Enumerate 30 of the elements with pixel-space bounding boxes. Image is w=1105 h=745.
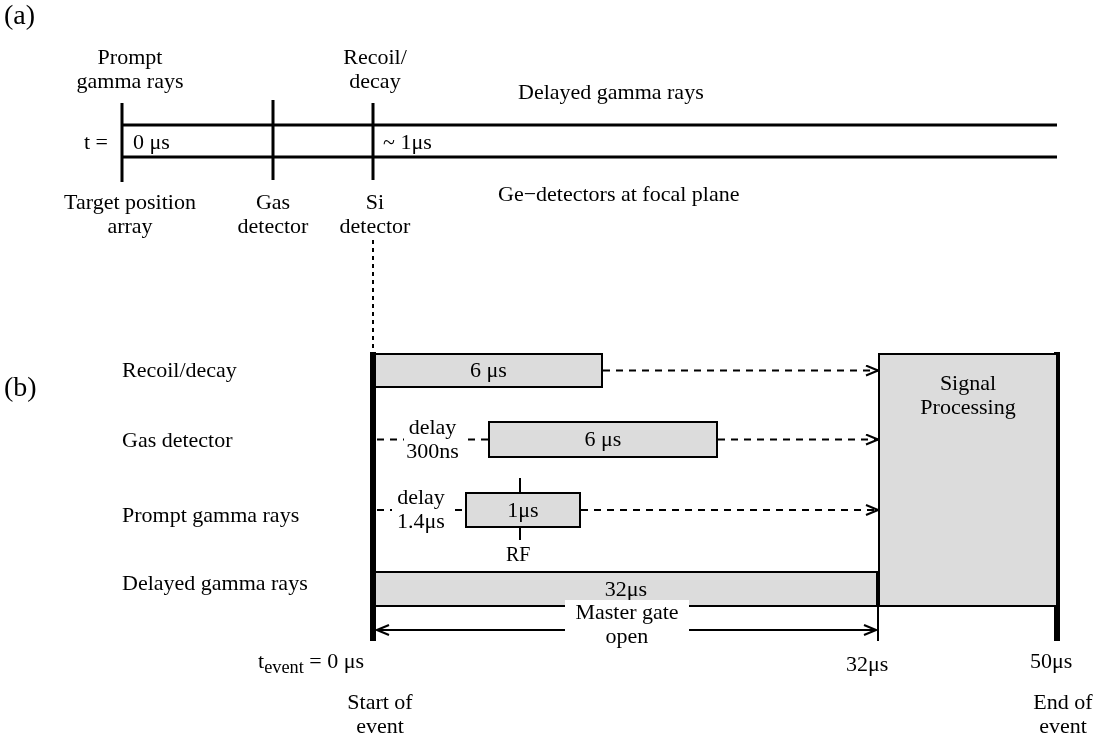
time-value: 50μs	[1030, 649, 1073, 674]
event-label: Start of event	[346, 690, 414, 739]
axis-label: t$_{event}$ = 0 μs	[258, 649, 365, 678]
row-label: Recoil/decay	[122, 358, 237, 383]
detector-label: Ge−detectors at focal plane	[498, 182, 740, 207]
row-label: Gas detector	[122, 428, 233, 453]
gate-bar: 6 μs	[374, 353, 603, 388]
processing-box: Signal Processing	[878, 353, 1058, 607]
panel-label: (b)	[4, 372, 37, 403]
detector-label: Si detector	[338, 190, 412, 239]
detector-label: Gas detector	[236, 190, 310, 239]
dashed-arrow	[580, 504, 879, 516]
signal-label: Recoil/ decay	[342, 45, 408, 94]
panel-label: (a)	[4, 0, 36, 31]
signal-label: Delayed gamma rays	[518, 80, 704, 105]
row-label: Prompt gamma rays	[122, 503, 300, 528]
time-value: 32μs	[846, 652, 889, 677]
row-label: Delayed gamma rays	[122, 571, 308, 596]
signal-label: Prompt gamma rays	[75, 45, 185, 94]
detector-label: Target position array	[63, 190, 197, 239]
dashed-arrow	[717, 433, 879, 446]
time-value: ~ 1μs	[383, 130, 432, 155]
dimension-label: Master gate open	[565, 600, 689, 649]
signal-label: RF	[506, 543, 531, 565]
gate-bar: 6 μs	[488, 421, 718, 458]
gate-bar: 1μs	[465, 492, 581, 528]
event-label: End of event	[1032, 690, 1094, 739]
dashed-arrow	[602, 364, 879, 377]
axis-label: t =	[84, 130, 109, 155]
time-value: 0 μs	[133, 130, 170, 155]
